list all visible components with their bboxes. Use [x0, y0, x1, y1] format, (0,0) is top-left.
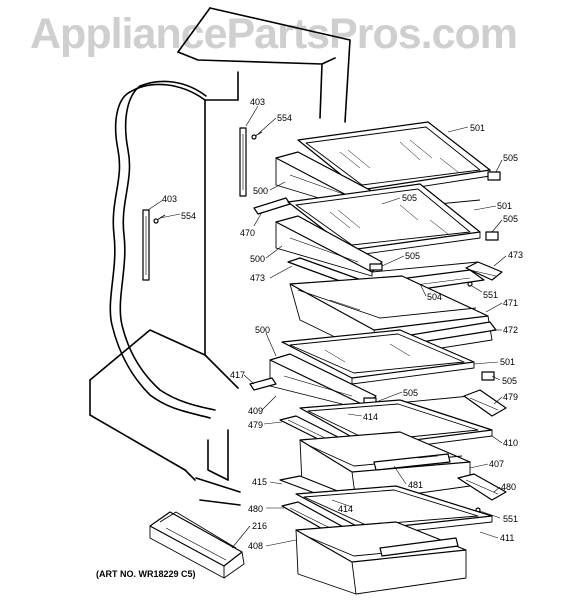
- clip-417: [249, 377, 277, 391]
- callout-505-fourth: 505: [405, 251, 420, 261]
- callout-554-upper: 554: [277, 113, 292, 123]
- crisper-drawer-408: [295, 521, 467, 595]
- callout-500-third: 500: [255, 325, 270, 335]
- bracket-505-second: [485, 231, 499, 241]
- callout-479-left: 479: [248, 420, 263, 430]
- callout-480-left: 480: [248, 504, 263, 514]
- shelf-support-left: [142, 209, 150, 281]
- callout-505-second: 505: [402, 193, 417, 203]
- callout-480-right: 480: [501, 482, 516, 492]
- shelf-frame-second: [275, 215, 479, 277]
- callout-500-top: 500: [253, 186, 268, 196]
- callout-403-upper: 403: [250, 97, 265, 107]
- callout-501-third: 501: [500, 357, 515, 367]
- crisper-cover-411: [295, 485, 493, 537]
- callout-473-right: 473: [508, 250, 523, 260]
- crisper-cover-410: [299, 399, 493, 453]
- rail-470: [253, 197, 291, 215]
- callout-470: 470: [240, 228, 255, 238]
- bracket-505-third: [481, 371, 495, 381]
- slide-473-right: [465, 261, 503, 281]
- callout-471: 471: [503, 298, 518, 308]
- bracket-505-top: [487, 171, 501, 181]
- callout-551-upper: 551: [483, 290, 498, 300]
- callout-216: 216: [252, 521, 267, 531]
- callout-504: 504: [427, 292, 442, 302]
- callout-407: 407: [489, 459, 504, 469]
- shelf-support-upper: [239, 127, 247, 197]
- callout-505-third: 505: [503, 214, 518, 224]
- callout-411: 411: [500, 533, 514, 543]
- callout-415: 415: [252, 477, 267, 487]
- callout-labels: 403 554 501 505 500 505 403 554 501 505 …: [162, 97, 523, 551]
- callout-410: 410: [503, 438, 518, 448]
- slide-479-right: [463, 389, 507, 417]
- glass-shelf-second: [287, 183, 481, 257]
- cabinet-liner: [89, 7, 351, 506]
- callout-500-second: 500: [250, 254, 265, 264]
- callout-403-left: 403: [162, 194, 177, 204]
- art-number-label: (ART NO. WR18229 C5): [96, 569, 196, 579]
- callout-409: 409: [248, 406, 263, 416]
- callout-505-sixth: 505: [403, 388, 418, 398]
- callout-505-top: 505: [503, 153, 518, 163]
- leader-lines: [147, 105, 507, 549]
- callout-554-left: 554: [181, 211, 196, 221]
- screw-554-left: [153, 214, 166, 224]
- glass-shelf-third: [281, 329, 475, 385]
- callout-408: 408: [248, 541, 263, 551]
- callout-551-lower: 551: [503, 514, 518, 524]
- callout-472: 472: [503, 325, 518, 335]
- callout-417: 417: [230, 370, 245, 380]
- slide-480-right: [457, 473, 507, 501]
- callout-501-second: 501: [497, 201, 512, 211]
- callout-479-right: 479: [503, 392, 518, 402]
- callout-481: 481: [408, 480, 423, 490]
- callout-414-upper: 414: [363, 412, 378, 422]
- callout-414-lower: 414: [338, 504, 353, 514]
- callout-501-top: 501: [470, 123, 485, 133]
- screw-554-upper: [251, 131, 263, 140]
- callout-505-fifth: 505: [502, 376, 517, 386]
- callout-473-left: 473: [250, 273, 265, 283]
- door-bin-216: [149, 511, 245, 579]
